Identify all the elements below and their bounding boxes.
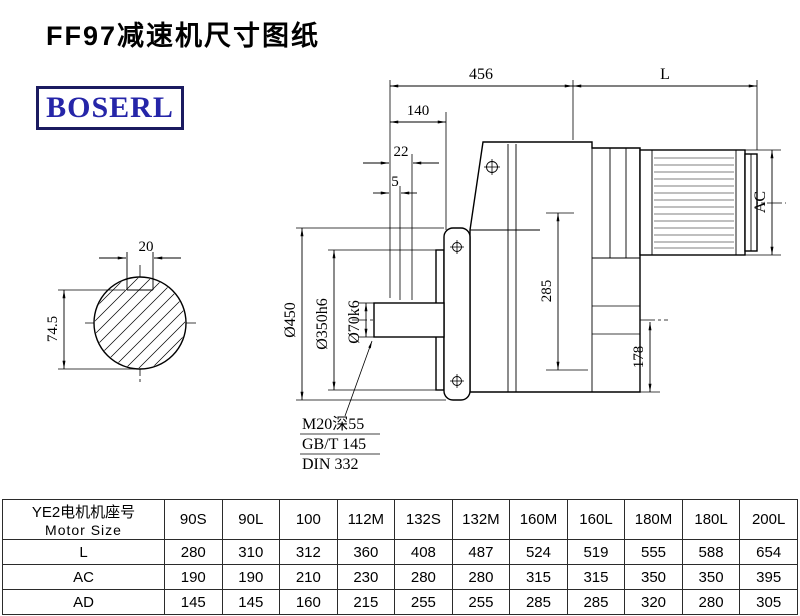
cell: 190 [221,564,281,590]
output-shaft [373,302,445,338]
cell: 255 [394,589,453,615]
dim-label-70k6: Ø70k6 [346,300,363,344]
dim-label-285: 285 [539,280,555,303]
cell: 555 [624,539,683,565]
table-header-row: YE2电机机座号 Motor Size 90S 90L 100 112M 132… [2,499,798,540]
cell: 360 [336,539,396,565]
cell: 230 [336,564,396,590]
dim-label-350h6: Ø350h6 [314,298,331,350]
dimension-22: 22 [363,144,439,300]
dimension-5: 5 [373,174,417,300]
dim-label-178: 178 [631,346,647,369]
cell: 487 [451,539,511,565]
table-row-AD: AD 145 145 160 215 255 255 285 285 320 2… [2,589,798,615]
dim-label-5: 5 [391,174,399,190]
dim-label-AC: AC [752,191,769,213]
col-header: 180L [681,499,741,540]
cell: 285 [566,589,626,615]
dim-label-20: 20 [139,239,154,255]
cell: 145 [221,589,281,615]
cell: 160 [279,589,338,615]
col-header: 100 [279,499,338,540]
cell: 320 [624,589,683,615]
cell: 350 [624,564,683,590]
cell: 305 [739,589,798,615]
cell: 280 [394,564,453,590]
cell: 190 [164,564,223,590]
cell: 280 [451,564,511,590]
cell: 588 [681,539,741,565]
dimension-key-width: 20 [99,239,181,260]
cell: 395 [739,564,798,590]
dimension-shaft-dia: Ø70k6 [346,300,374,344]
dim-label-22: 22 [394,144,409,160]
dim-label-456: 456 [469,66,493,83]
fan-cover [744,153,758,252]
page-title: FF97减速机尺寸图纸 [46,21,321,51]
motor-size-header-cn: YE2电机机座号 [31,504,136,521]
tapped-hole-note: M20深55 GB/T 145 DIN 332 [300,340,380,473]
col-header: 90L [221,499,281,540]
dimension-AC: AC [700,149,781,256]
cell: 310 [221,539,281,565]
col-header: 200L [739,499,798,540]
standard-gbt-label: GB/T 145 [302,436,366,453]
cell: 215 [336,589,396,615]
cell: 350 [681,564,741,590]
motor-size-header: YE2电机机座号 Motor Size [2,499,165,540]
cell: 312 [279,539,338,565]
col-header: 180M [624,499,683,540]
gearbox-housing [469,141,641,393]
cell: 519 [566,539,626,565]
motor [639,149,758,256]
col-header: 132M [451,499,511,540]
bolt-hole [484,159,500,175]
dimension-456: 456 [389,66,574,298]
col-header: 112M [336,499,396,540]
table-row-AC: AC 190 190 210 230 280 280 315 315 350 3… [2,564,798,590]
cell: 280 [164,539,223,565]
logo-text: BOSERL [46,91,174,124]
cell: 145 [164,589,223,615]
row-label: AC [2,564,165,590]
cell: 210 [279,564,338,590]
dimension-table: YE2电机机座号 Motor Size 90S 90L 100 112M 132… [2,499,798,615]
dim-label-74-5: 74.5 [45,316,61,342]
cell: 315 [509,564,568,590]
cell: 654 [739,539,798,565]
cell: 524 [509,539,568,565]
dimension-140: 140 [390,103,447,230]
boserl-logo: BOSERL [36,86,184,130]
dim-label-450: Ø450 [282,302,299,338]
row-label: AD [2,589,165,615]
tap-hole-label: M20深55 [302,415,364,433]
dimension-L: L [573,66,758,150]
dimension-flange-dia: Ø450 [282,227,446,401]
cell: 408 [394,539,453,565]
cell: 280 [681,589,741,615]
dimension-178: 178 [631,322,660,393]
dimension-spigot-dia: Ø350h6 [314,249,436,391]
dim-label-140: 140 [407,103,430,119]
row-label: L [2,539,165,565]
dimension-drawing: 20 74.5 [45,66,786,473]
col-header: 160L [566,499,626,540]
col-header: 90S [164,499,223,540]
dimension-key-height: 74.5 [45,289,136,370]
motor-size-header-en: Motor Size [45,522,122,538]
flange-bolt-hole [450,240,464,388]
cell: 255 [451,589,511,615]
motor-fins [654,157,734,249]
table-row-L: L 280 310 312 360 408 487 524 519 555 58… [2,539,798,565]
dimension-285: 285 [539,212,588,371]
cell: 285 [509,589,568,615]
col-header: 160M [509,499,568,540]
keyway [126,252,154,291]
cell: 315 [566,564,626,590]
standard-din-label: DIN 332 [302,456,358,473]
dim-label-L: L [660,66,670,83]
col-header: 132S [394,499,453,540]
